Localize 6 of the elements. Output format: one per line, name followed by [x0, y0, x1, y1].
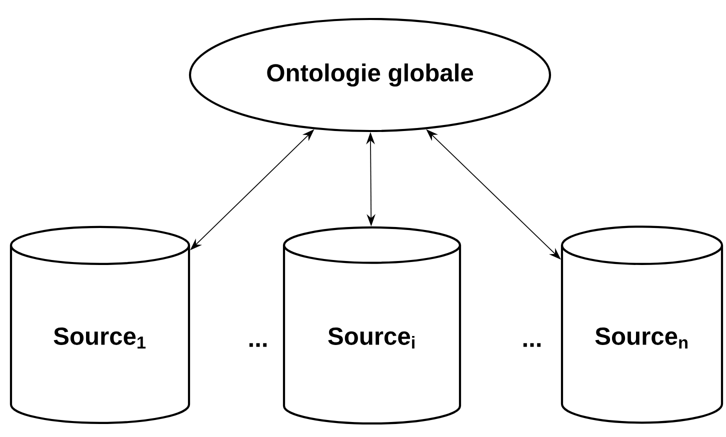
database-cylinder: Source$_{n}$ — [560, 226, 724, 424]
database-cylinder: Source$_{i}$ — [282, 226, 462, 425]
database-cylinder: Source$_{1}$ — [10, 226, 190, 424]
ellipsis-label: ... — [249, 343, 267, 347]
ellipsis-label: ... — [523, 343, 541, 347]
ellipse-node: Ontologie globale — [188, 18, 552, 132]
